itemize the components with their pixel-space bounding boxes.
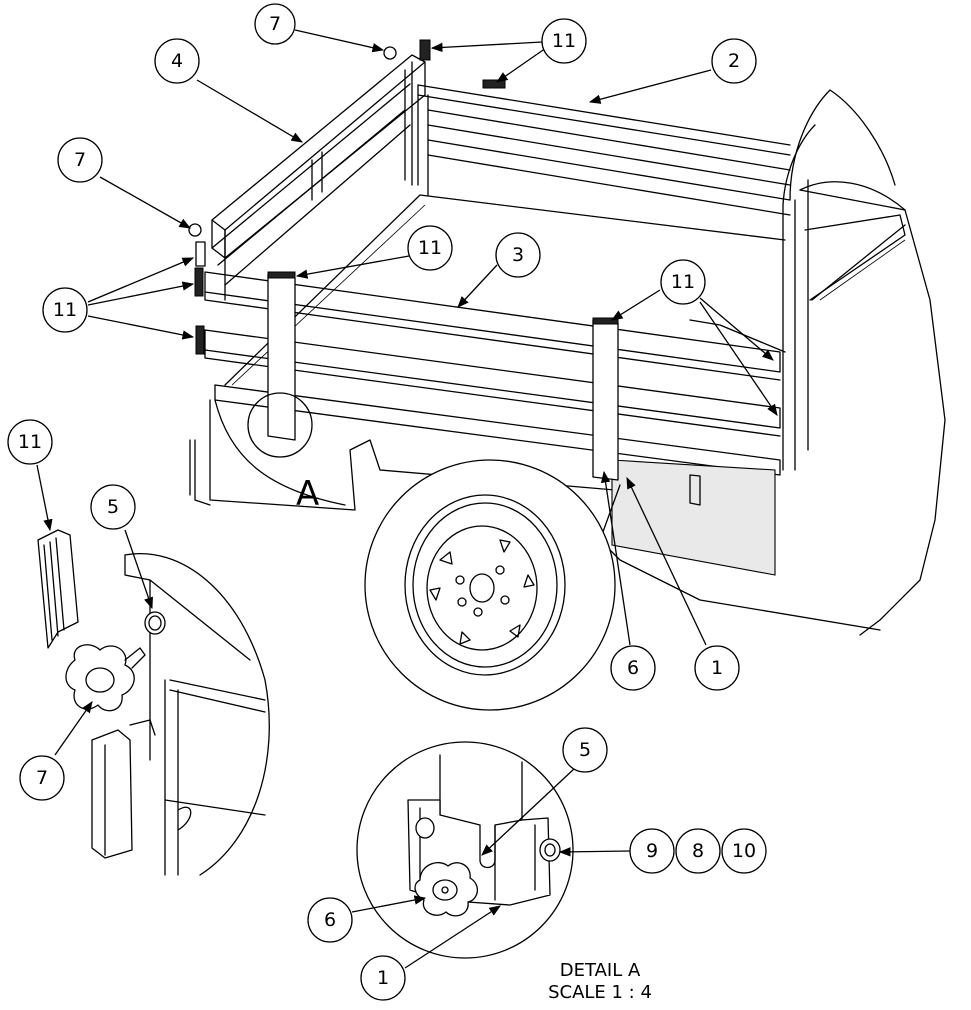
svg-text:3: 3 xyxy=(512,244,524,266)
detail-caption-title: DETAIL A xyxy=(560,960,641,981)
balloon-5-inset: 5 xyxy=(90,484,136,530)
svg-text:5: 5 xyxy=(107,496,119,518)
balloon-5-detail: 5 xyxy=(562,727,608,773)
svg-text:8: 8 xyxy=(692,840,704,862)
leader-lines xyxy=(36,29,778,969)
balloon-6: 6 xyxy=(610,645,656,691)
svg-text:6: 6 xyxy=(324,909,336,931)
svg-text:11: 11 xyxy=(18,431,42,453)
detail-a-callout-circle xyxy=(247,392,313,458)
balloon-7-inset: 7 xyxy=(19,755,65,801)
balloon-7-top: 7 xyxy=(254,3,296,45)
svg-text:2: 2 xyxy=(728,50,740,72)
svg-text:11: 11 xyxy=(418,237,442,259)
svg-text:7: 7 xyxy=(269,13,281,35)
svg-text:7: 7 xyxy=(74,149,86,171)
balloon-3: 3 xyxy=(495,232,541,278)
balloon-7-left: 7 xyxy=(57,137,103,183)
svg-text:11: 11 xyxy=(671,271,695,293)
svg-text:5: 5 xyxy=(579,739,591,761)
detail-a-view xyxy=(356,741,574,959)
balloon-11-top: 11 xyxy=(541,18,587,64)
svg-text:6: 6 xyxy=(627,657,639,679)
balloon-1: 1 xyxy=(694,645,740,691)
svg-text:11: 11 xyxy=(53,299,77,321)
wheel xyxy=(364,459,616,711)
svg-text:9: 9 xyxy=(646,840,658,862)
balloon-4: 4 xyxy=(154,38,200,84)
trailer-body xyxy=(188,39,946,636)
svg-text:1: 1 xyxy=(711,657,723,679)
svg-text:11: 11 xyxy=(552,30,576,52)
svg-text:10: 10 xyxy=(732,840,756,862)
balloon-11-inset: 11 xyxy=(7,419,53,465)
balloon-2: 2 xyxy=(711,38,757,84)
inset-endcap-knob xyxy=(37,529,270,876)
balloon-1-detail: 1 xyxy=(360,955,406,1001)
svg-text:4: 4 xyxy=(171,50,183,72)
svg-text:1: 1 xyxy=(377,967,389,989)
balloon-8: 8 xyxy=(675,828,721,874)
balloon-11-center: 11 xyxy=(407,225,453,271)
detail-caption-scale: SCALE 1 : 4 xyxy=(548,982,652,1003)
svg-text:7: 7 xyxy=(36,767,48,789)
balloon-6-detail: 6 xyxy=(307,897,353,943)
balloon-11-right: 11 xyxy=(660,259,706,305)
balloon-10: 10 xyxy=(721,828,767,874)
detail-a-view-label: A xyxy=(296,474,319,514)
balloon-11-left: 11 xyxy=(42,287,88,333)
balloon-9: 9 xyxy=(629,828,675,874)
